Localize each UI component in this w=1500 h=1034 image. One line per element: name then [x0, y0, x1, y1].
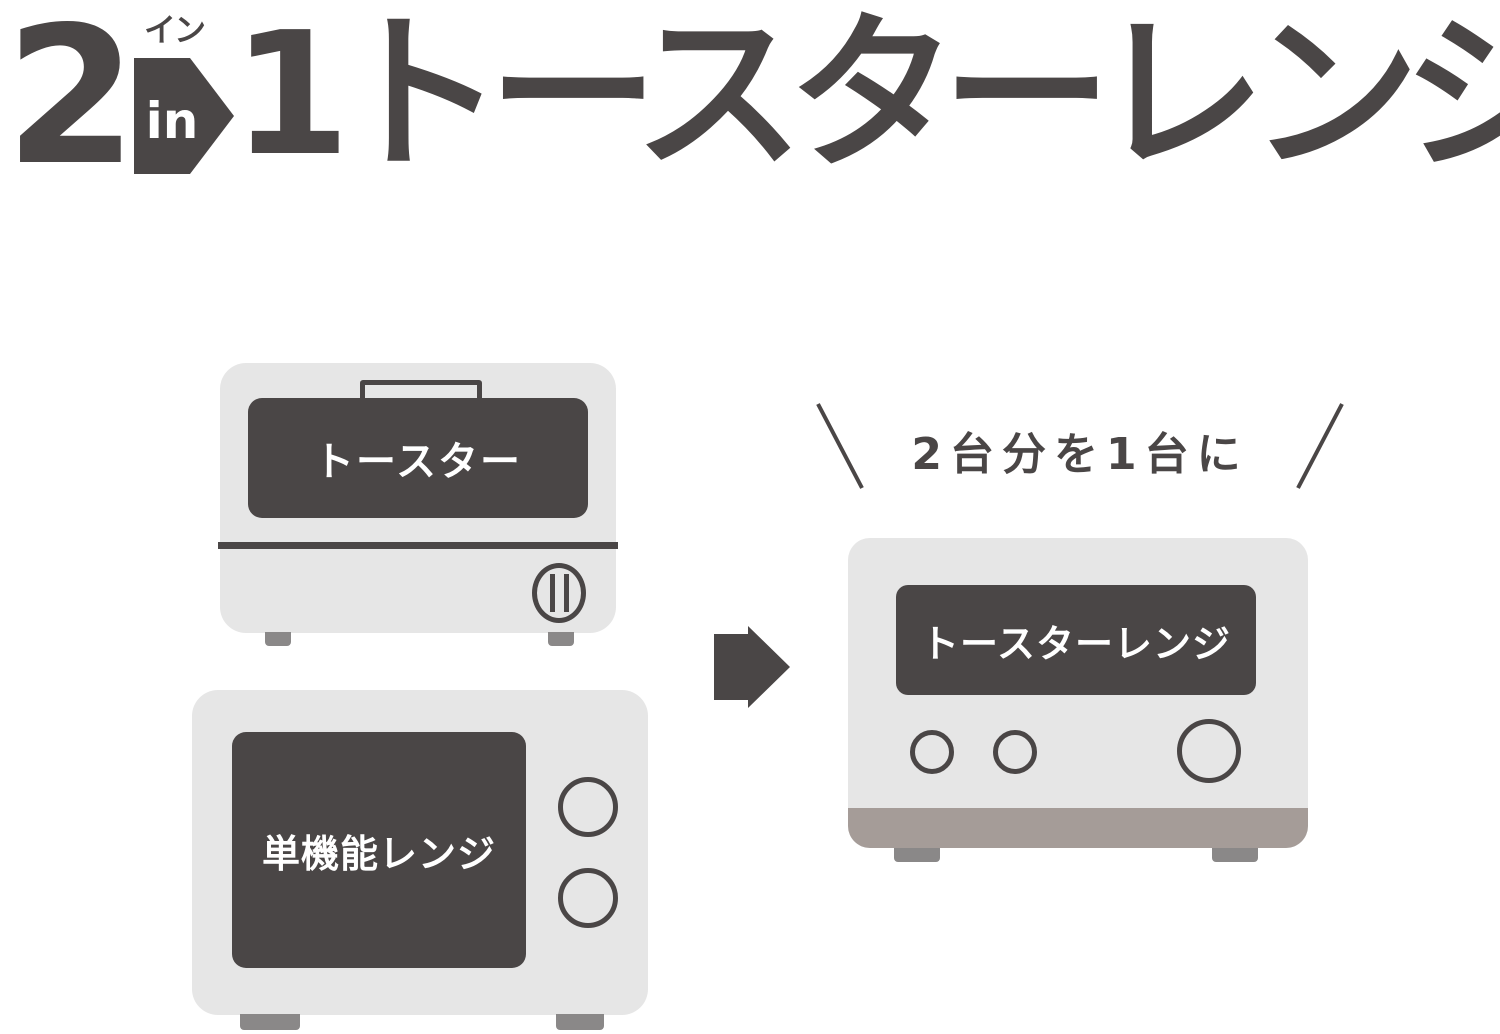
- title-in-text: in: [146, 92, 199, 150]
- microwave-foot-right: [556, 1014, 604, 1030]
- title-in-arrow-icon: in: [134, 58, 234, 174]
- knob-icon: [558, 777, 618, 837]
- page-title: 1トースターレンジ: [232, 0, 1500, 194]
- title-number-two: 2: [5, 0, 137, 207]
- right-arrow-icon: [714, 626, 790, 708]
- toaster-foot-right: [548, 632, 574, 646]
- knob-icon: [993, 730, 1037, 774]
- knob-icon: [1177, 719, 1241, 783]
- combo-label: トースターレンジ: [920, 621, 1232, 666]
- microwave-label: 単機能レンジ: [261, 831, 496, 876]
- microwave-window: 単機能レンジ: [232, 732, 526, 968]
- microwave-foot-left: [240, 1014, 300, 1030]
- knob-icon: [558, 868, 618, 928]
- caption-text: 2台分を1台に: [911, 429, 1249, 480]
- toaster-window: トースター: [248, 398, 588, 518]
- caption-slash-right-icon: [1296, 403, 1344, 489]
- toaster-label: トースター: [314, 439, 522, 485]
- caption-slash-left-icon: [816, 403, 864, 489]
- combo-foot-right: [1212, 848, 1258, 862]
- title-ruby: イン: [144, 11, 206, 49]
- knob-icon: [910, 730, 954, 774]
- combo-base-band: [848, 808, 1308, 848]
- dial-icon: [532, 563, 586, 623]
- toaster-foot-left: [265, 632, 291, 646]
- combo-foot-left: [894, 848, 940, 862]
- toaster-divider: [218, 542, 618, 549]
- combo-window: トースターレンジ: [896, 585, 1256, 695]
